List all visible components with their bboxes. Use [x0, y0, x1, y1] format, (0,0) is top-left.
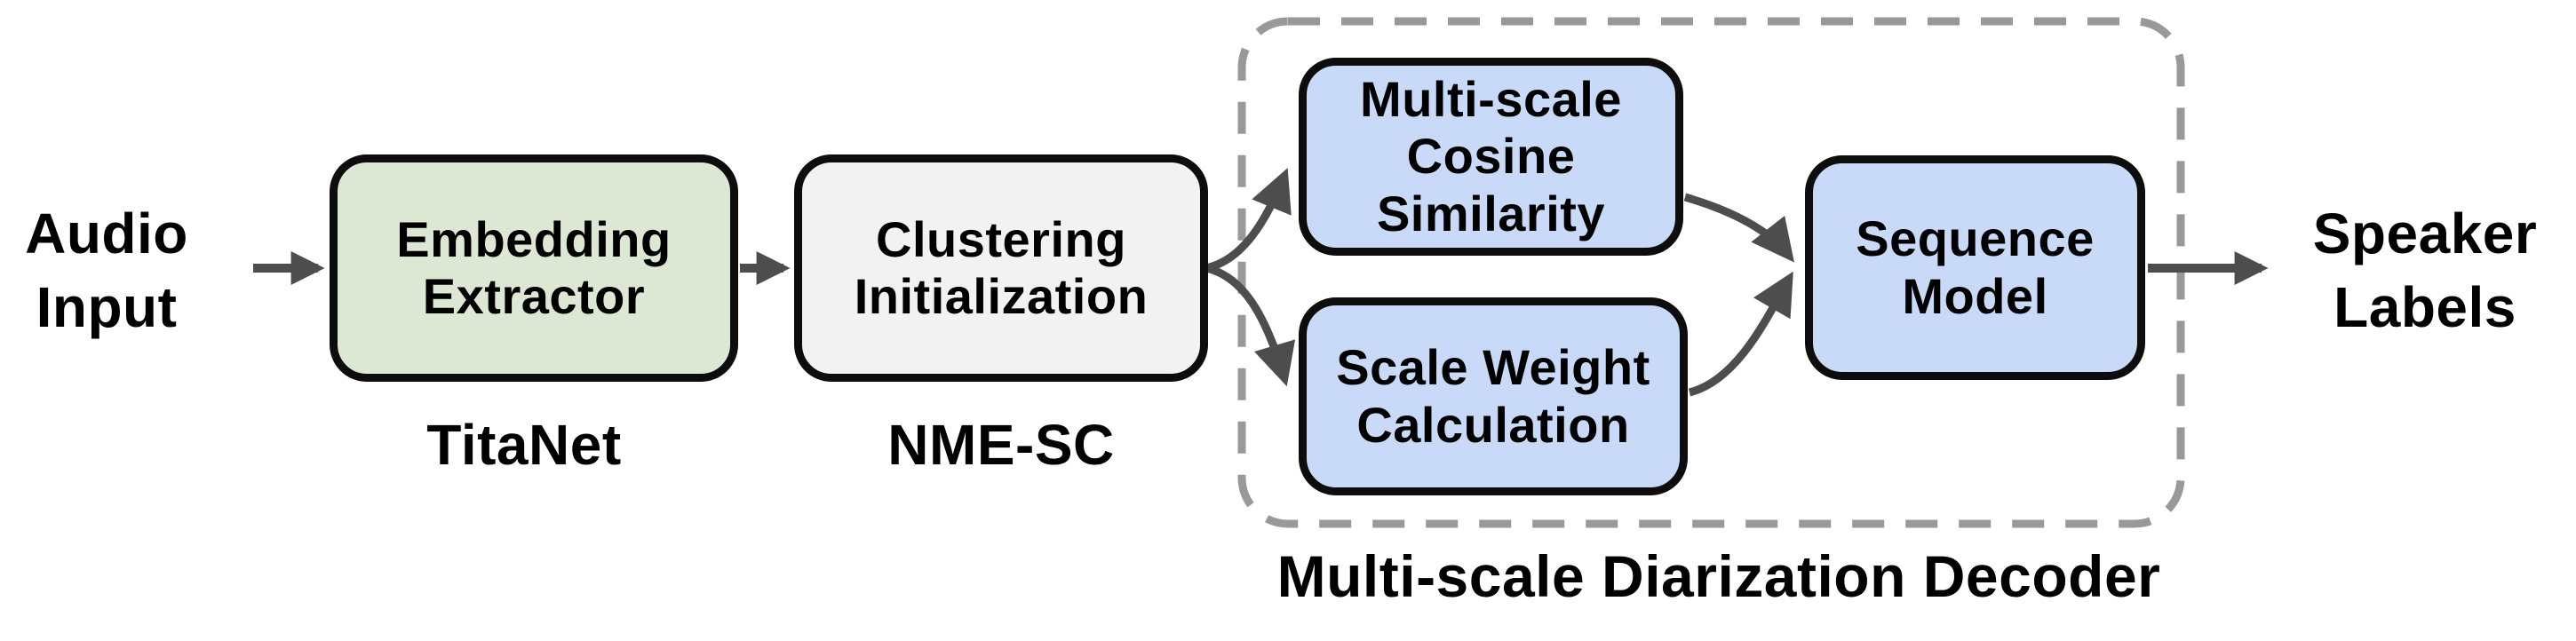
- arrow-scale-weight-to-sequence: [1688, 271, 1793, 397]
- scale-weight-calculation-node: Scale Weight Calculation: [1299, 297, 1688, 495]
- sequence-model-node: Sequence Model: [1805, 155, 2145, 380]
- embedding-extractor-node: Embedding Extractor: [330, 154, 738, 382]
- speaker-labels-label: Speaker Labels: [2312, 201, 2538, 339]
- arrow-clustering-to-scale-weight: [1205, 264, 1296, 387]
- arrow-cosine-similarity-to-sequence: [1683, 193, 1794, 263]
- arrow-clustering-to-cosine-similarity: [1205, 168, 1292, 273]
- clustering-initialization-node: Clustering Initialization: [794, 154, 1208, 382]
- nme-sc-caption: NME-SC: [887, 413, 1115, 478]
- multiscale-cosine-similarity-node: Multi-scale Cosine Similarity: [1299, 58, 1683, 256]
- titanet-caption: TitaNet: [426, 413, 622, 478]
- decoder-group-caption: Multi-scale Diarization Decoder: [1276, 543, 2161, 610]
- audio-input-label: Audio Input: [25, 201, 188, 339]
